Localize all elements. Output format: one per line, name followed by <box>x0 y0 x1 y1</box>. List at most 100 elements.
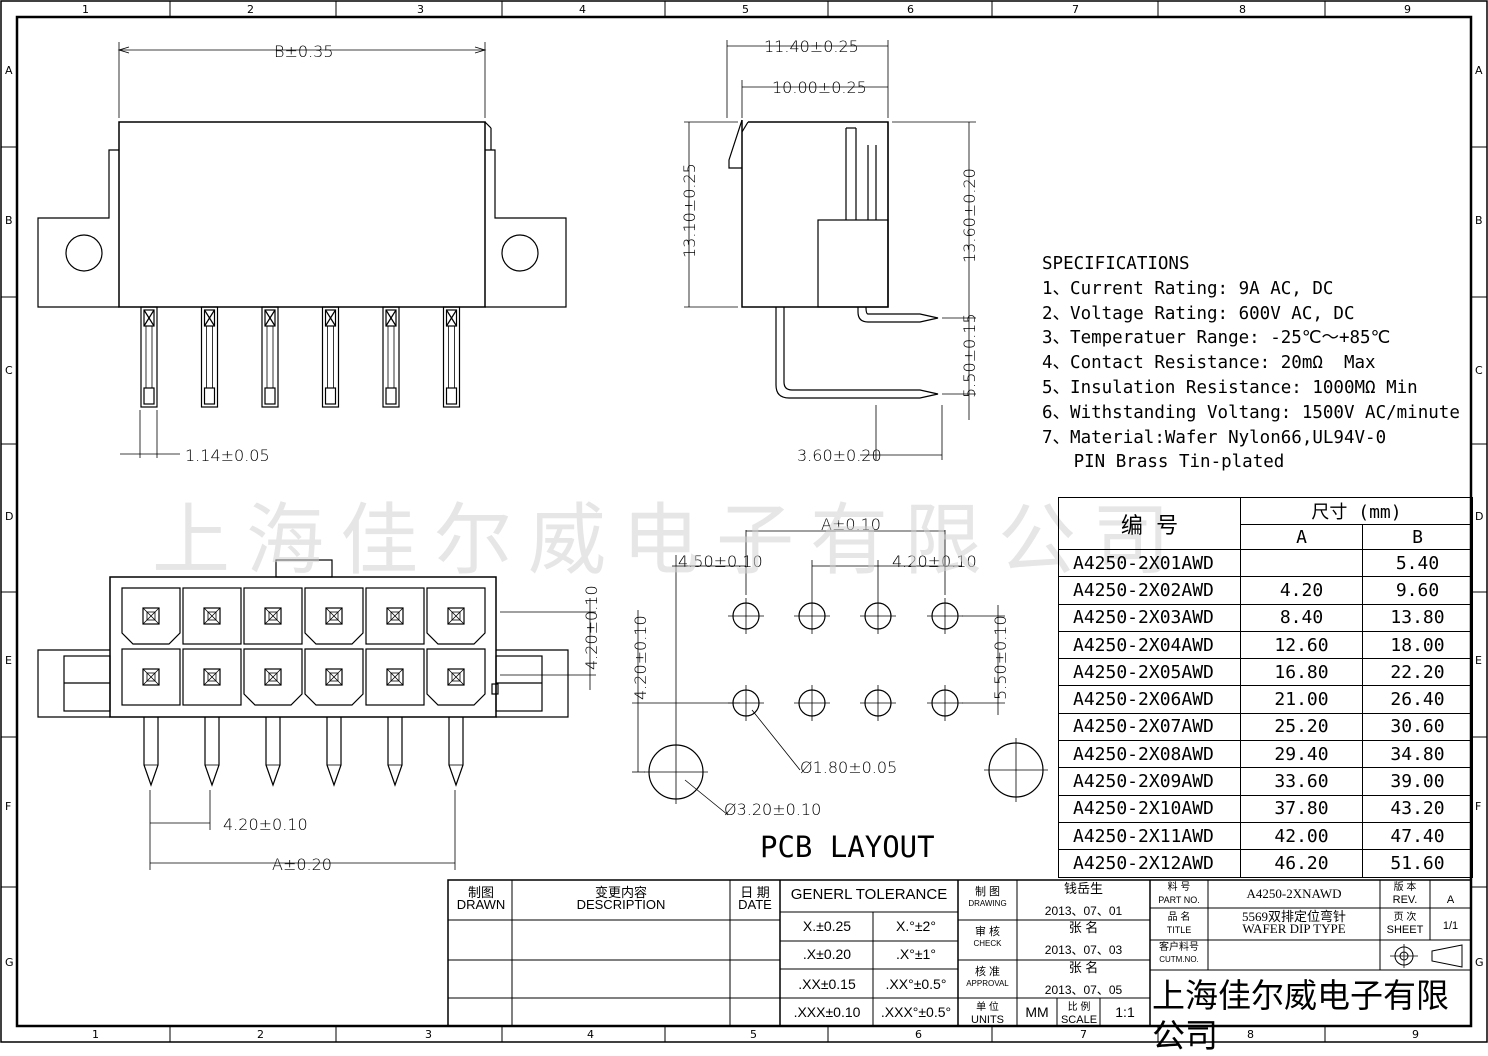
table-cell-b: 34.80 <box>1362 740 1473 769</box>
frame-col-label: 3 <box>417 3 424 16</box>
tb-tol-0-0: X.±0.25 <box>802 918 852 934</box>
dim-pcb-5-50: 5.50±0.10 <box>991 615 1010 700</box>
frame-col-label: 9 <box>1404 3 1411 16</box>
tb-tol-2-0: .XX±0.15 <box>798 976 856 992</box>
bottom-view <box>37 559 596 870</box>
dim-3-60: 3.60±0.20 <box>797 446 882 465</box>
table-cell-b: 22.20 <box>1362 658 1473 687</box>
table-cell-part: A4250-2X05AWD <box>1058 658 1241 687</box>
frame-col-label: 9 <box>1412 1028 1419 1041</box>
tb-scale: 1:1 <box>1115 1004 1135 1020</box>
table-cell-part: A4250-2X09AWD <box>1058 767 1241 796</box>
table-cell-part: A4250-2X11AWD <box>1058 821 1241 851</box>
table-cell-b: 9.60 <box>1362 576 1473 605</box>
pcb-layout-view <box>632 530 1048 816</box>
dim-a-010: A±0.10 <box>821 515 881 534</box>
frame-col-label: 1 <box>92 1028 99 1041</box>
tb-approver: 张 名 <box>1068 960 1099 975</box>
table-cell-a: 33.60 <box>1240 767 1363 796</box>
table-cell-a: 4.20 <box>1240 576 1363 605</box>
tb-rev: A <box>1446 894 1455 906</box>
table-cell-a: 16.80 <box>1240 658 1363 687</box>
table-cell-a <box>1240 548 1363 578</box>
frame-col-label: 6 <box>915 1028 922 1041</box>
frame-row-label: E <box>1475 654 1482 667</box>
frame-col-label: 7 <box>1072 3 1079 16</box>
tb-partno: A4250-2XNAWD <box>1246 886 1342 901</box>
frame-col-label: 8 <box>1239 3 1246 16</box>
tb-tol-1-1: .X°±1° <box>896 946 936 962</box>
table-cell-b: 30.60 <box>1362 712 1473 742</box>
table-cell-b: 51.60 <box>1362 849 1473 878</box>
tb-approval-date: 2013、07、05 <box>1044 983 1123 997</box>
frame-row-label: G <box>5 956 14 969</box>
table-cell-part: A4250-2X04AWD <box>1058 630 1241 660</box>
spec-line: 2、Voltage Rating: 600V AC, DC <box>1042 303 1355 324</box>
table-cell-part: A4250-2X02AWD <box>1058 576 1241 605</box>
front-view <box>37 42 567 458</box>
frame-row-label: A <box>1475 64 1483 77</box>
table-cell-part: A4250-2X06AWD <box>1058 685 1241 714</box>
frame-col-label: 5 <box>742 3 749 16</box>
spec-line: 1、Current Rating: 9A AC, DC <box>1042 278 1334 299</box>
tb-tol-3-1: .XXX°±0.5° <box>880 1004 952 1020</box>
table-cell-b: 13.80 <box>1362 603 1473 632</box>
frame-col-label: 4 <box>587 1028 594 1041</box>
dim-11-40: 11.40±0.25 <box>764 37 859 56</box>
tb-checker: 张 名 <box>1068 920 1099 935</box>
frame-col-label: 4 <box>579 3 586 16</box>
frame-col-label: 5 <box>750 1028 757 1041</box>
spec-line: 4、Contact Resistance: 20mΩ Max <box>1042 353 1376 374</box>
table-cell-a: 8.40 <box>1240 603 1363 632</box>
frame-row-label: B <box>1475 214 1483 227</box>
table-row: A4250-2X01AWD 5.40 <box>1058 548 1473 578</box>
tb-drawer: 钱岳生 <box>1063 881 1103 896</box>
table-cell-a: 21.00 <box>1240 685 1363 714</box>
tb-tolerance-heading: GENERL TOLERANCE <box>790 886 948 903</box>
tb-company-name: 上海佳尔威电子有限公司 <box>1152 977 1449 1054</box>
table-cell-b: 43.20 <box>1362 794 1473 823</box>
table-header-part: 编 号 <box>1058 497 1241 550</box>
table-cell-part: A4250-2X01AWD <box>1058 548 1241 578</box>
dim-4-50: 4.50±0.10 <box>678 552 763 571</box>
table-cell-b: 5.40 <box>1362 548 1473 578</box>
spec-line: PIN Brass Tin-plated <box>1042 452 1285 473</box>
frame-row-label: F <box>1475 800 1481 813</box>
tb-sheet: 1/1 <box>1442 920 1459 932</box>
table-cell-b: 39.00 <box>1362 767 1473 796</box>
frame-col-label: 8 <box>1247 1028 1254 1041</box>
table-cell-part: A4250-2X12AWD <box>1058 849 1241 878</box>
tb-drawing-date: 2013、07、01 <box>1044 904 1123 918</box>
table-cell-part: A4250-2X07AWD <box>1058 712 1241 742</box>
frame-row-label: D <box>5 510 13 523</box>
tb-units: MM <box>1025 1004 1049 1020</box>
frame-col-label: 2 <box>257 1028 264 1041</box>
frame-row-label: C <box>5 364 13 377</box>
frame-row-label: C <box>1475 364 1483 377</box>
tb-tol-0-1: X.°±2° <box>896 918 936 934</box>
spec-line: 7、Material:Wafer Nylon66,UL94V-0 <box>1042 427 1387 448</box>
dim-a-020: A±0.20 <box>272 855 332 874</box>
table-cell-b: 18.00 <box>1362 630 1473 660</box>
frame-row-label: D <box>1475 510 1483 523</box>
table-header-a: A <box>1240 524 1363 550</box>
